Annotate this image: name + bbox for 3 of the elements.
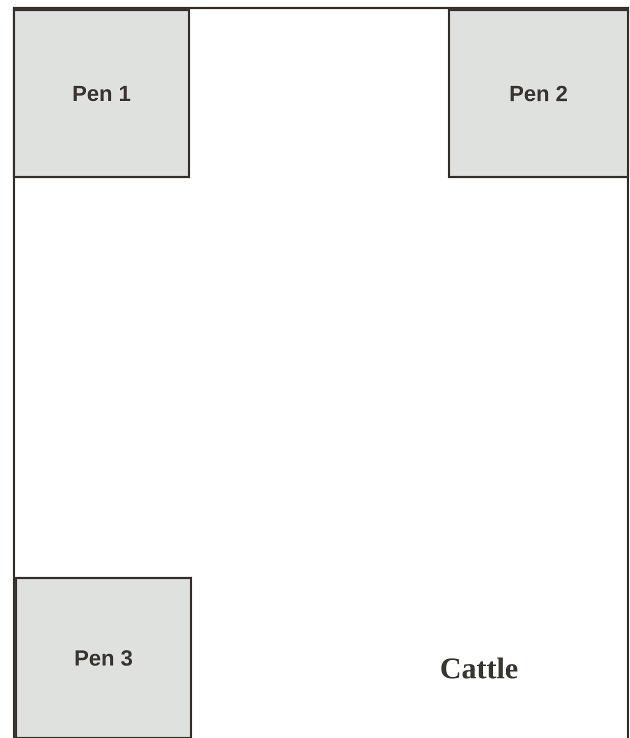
- pen-box: Pen 3: [14, 576, 192, 738]
- pen-box: Pen 1: [12, 8, 190, 178]
- pen-box: Pen 2: [448, 8, 630, 178]
